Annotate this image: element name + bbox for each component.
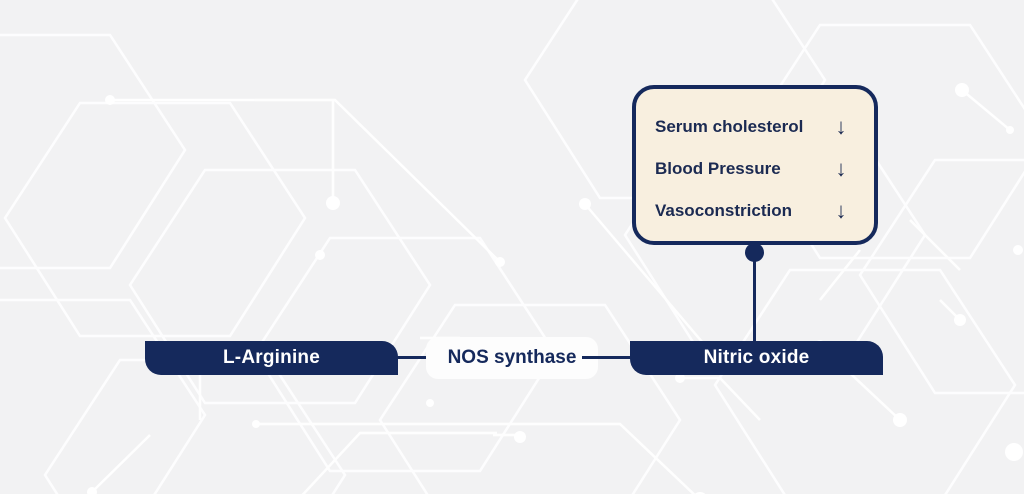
effects-callout-box: Serum cholesterol ↓ Blood Pressure ↓ Vas… — [632, 85, 878, 245]
callout-connector-stem — [753, 252, 756, 344]
connector-enzyme-to-nitric-oxide — [582, 356, 632, 359]
effect-label: Serum cholesterol — [655, 117, 804, 136]
effect-row-blood-pressure: Blood Pressure ↓ — [655, 148, 854, 190]
down-arrow-icon: ↓ — [835, 156, 847, 181]
flow-node-label: NOS synthase — [447, 347, 577, 368]
flow-node-nitric-oxide: Nitric oxide — [630, 341, 883, 375]
effect-row-vasoconstriction: Vasoconstriction ↓ — [655, 190, 854, 232]
effect-label: Vasoconstriction — [655, 201, 792, 220]
flow-node-l-arginine: L-Arginine — [145, 341, 398, 375]
down-arrow-icon: ↓ — [835, 114, 847, 139]
flow-node-nos-synthase: NOS synthase — [426, 337, 598, 379]
effect-row-serum-cholesterol: Serum cholesterol ↓ — [655, 106, 854, 148]
down-arrow-icon: ↓ — [835, 198, 847, 223]
connector-arginine-to-enzyme — [396, 356, 442, 359]
effect-label: Blood Pressure — [655, 159, 781, 178]
flow-node-label: Nitric oxide — [703, 347, 810, 368]
flow-node-label: L-Arginine — [223, 347, 320, 368]
